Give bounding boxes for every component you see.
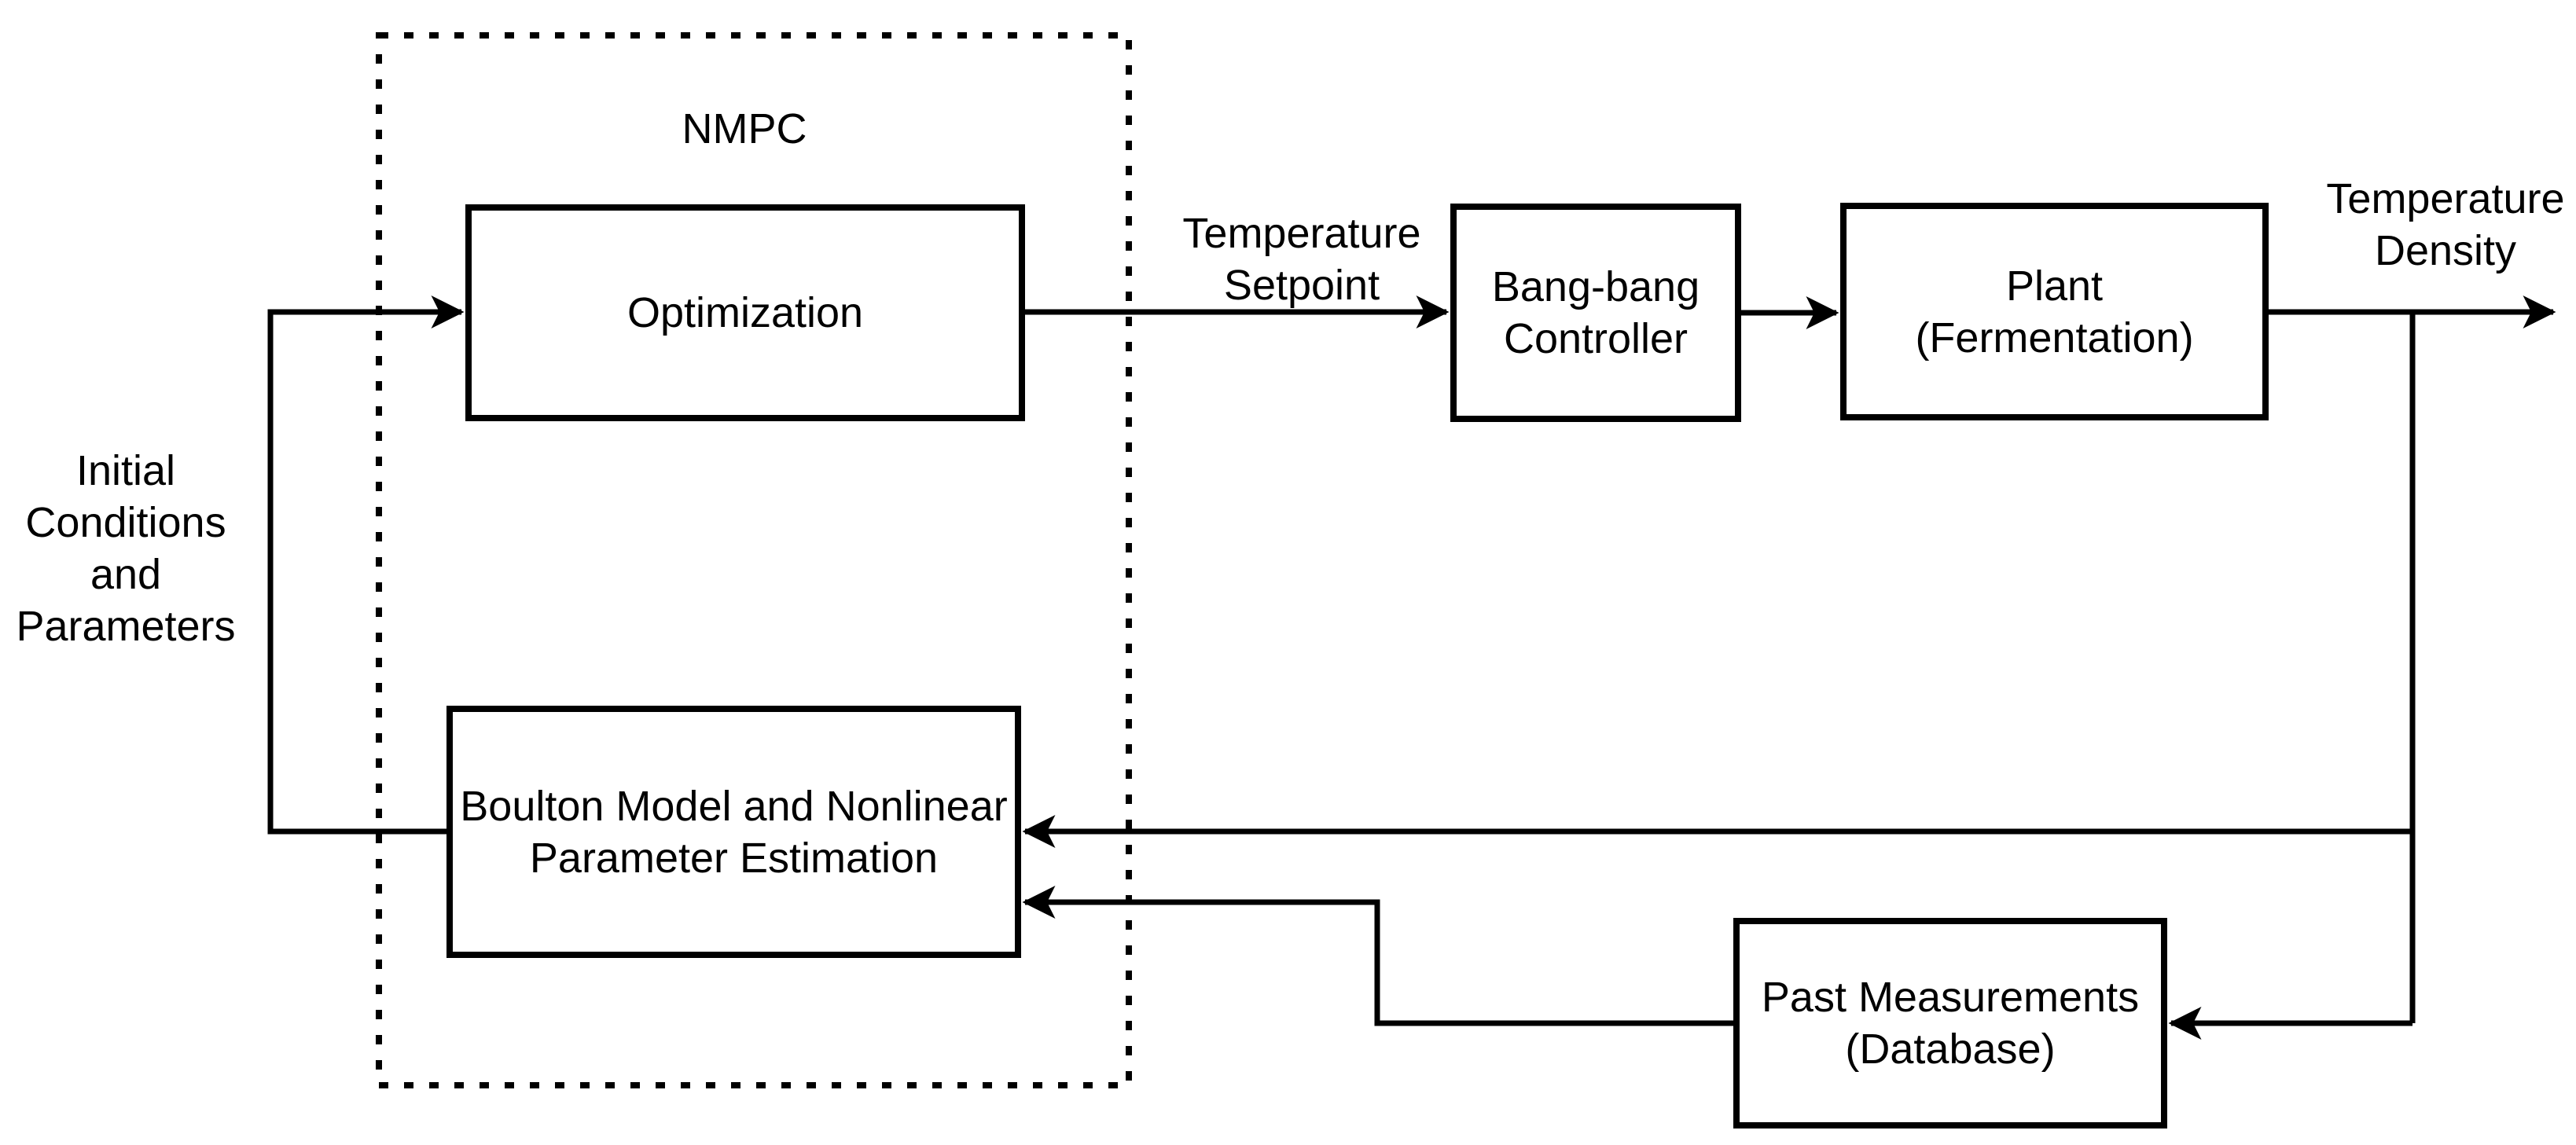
block-boulton-model: Boulton Model and Nonlinear Parameter Es… [446,706,1021,958]
label-temperature-density: Temperature Density [2296,173,2576,277]
label-initial-conditions: Initial Conditions and Parameters [8,445,244,652]
block-bang-bang-label-line2: Controller [1503,315,1689,362]
label-temperature-setpoint: Temperature Setpoint [1105,207,1498,311]
block-past-measurements-label-line1: Past Measurements [1761,974,2140,1021]
block-boulton-label-line2: Parameter Estimation [529,834,939,882]
block-optimization-label: Optimization [627,289,864,336]
block-past-measurements-label-line2: (Database) [1845,1026,2056,1073]
label-temperature-density-line2: Density [2374,227,2517,274]
label-temperature-density-line1: Temperature [2326,175,2565,222]
block-plant-label-line1: Plant [2005,262,2104,310]
nmpc-dotted-boundary [376,32,1132,1088]
block-plant: Plant (Fermentation) [1840,203,2269,420]
label-initial-conditions-line4: Parameters [16,603,236,650]
block-boulton-label-line1: Boulton Model and Nonlinear [460,782,1008,830]
nmpc-group-label: NMPC [607,103,882,155]
label-initial-conditions-line3: and [90,551,162,598]
block-past-measurements: Past Measurements (Database) [1733,918,2167,1128]
block-optimization: Optimization [465,204,1025,421]
label-temperature-setpoint-line2: Setpoint [1223,262,1380,309]
connector-initial-conditions-loop [267,295,465,835]
block-plant-label-line2: (Fermentation) [1915,314,2194,361]
label-initial-conditions-line2: Conditions [25,499,226,546]
connector-database-to-boulton [1022,886,1733,1026]
label-initial-conditions-line1: Initial [75,447,176,494]
block-bang-bang-label-line1: Bang-bang [1491,263,1700,310]
nmpc-group-label-text: NMPC [682,105,807,152]
block-bang-bang-controller: Bang-bang Controller [1450,204,1741,422]
label-temperature-setpoint-line1: Temperature [1182,210,1421,257]
